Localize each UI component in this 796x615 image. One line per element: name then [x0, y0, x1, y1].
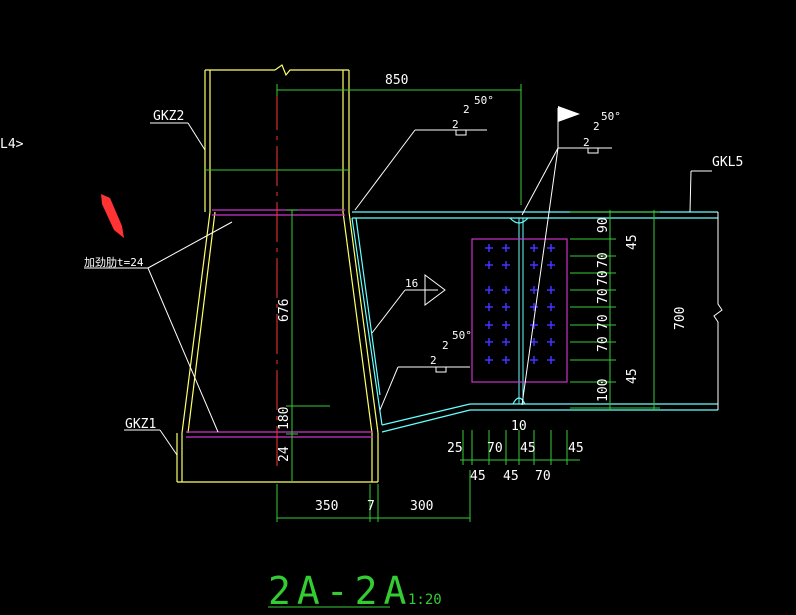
bolt-icon	[547, 321, 555, 329]
bolt-icon	[502, 244, 510, 252]
dim-24: 24	[277, 446, 292, 462]
bolt-icon	[502, 303, 510, 311]
dim-300: 300	[410, 499, 433, 514]
bolt-icon	[485, 303, 493, 311]
bolt-icon	[485, 286, 493, 294]
bolt-icon	[530, 303, 538, 311]
dim-10: 10	[511, 419, 527, 434]
dim-v-100: 100	[596, 379, 611, 402]
dim-7: 7	[367, 499, 375, 514]
dim-v-45b: 45	[625, 368, 640, 384]
label-stiffener: 加劲肋t=24	[84, 255, 144, 269]
bolt-icon	[530, 338, 538, 346]
label-gkz1: GKZ1	[125, 417, 156, 432]
bolt-icon	[502, 286, 510, 294]
dim-180: 180	[277, 407, 292, 430]
bolt-icon	[547, 244, 555, 252]
stiffener-plates	[186, 209, 373, 438]
bolt-icon	[502, 338, 510, 346]
dim-25: 25	[447, 441, 463, 456]
section-title: 2A-2A	[268, 569, 412, 611]
dim-45d: 45	[503, 469, 519, 484]
weld-3-angle: 50°	[452, 329, 472, 342]
weld-2-angle: 50°	[601, 110, 621, 123]
bolt-icon	[547, 261, 555, 269]
bolt-icon	[485, 321, 493, 329]
dim-700: 700	[673, 307, 688, 330]
weld-2-gap: 2	[583, 136, 590, 149]
dim-70a: 70	[487, 441, 503, 456]
dimension-lines	[276, 84, 660, 522]
splice-plate	[471, 238, 568, 383]
dim-850: 850	[385, 73, 408, 88]
weld-mark	[455, 129, 467, 136]
bolt-icon	[547, 338, 555, 346]
bolt-icon	[502, 261, 510, 269]
dim-v-70b: 70	[596, 270, 611, 286]
bolt-icon	[485, 261, 493, 269]
bolt-icon	[485, 338, 493, 346]
dim-45a: 45	[520, 441, 536, 456]
dim-676: 676	[277, 299, 292, 322]
weld-1-size: 2	[463, 103, 470, 116]
flag-icon	[558, 106, 580, 122]
label-gkl5: GKL5	[712, 155, 743, 170]
dim-v-70e: 70	[596, 336, 611, 352]
bolt-icon	[502, 356, 510, 364]
weld-3-size: 2	[442, 339, 449, 352]
scale-label: 1:20	[408, 592, 442, 608]
weld-1-gap: 2	[452, 118, 459, 131]
weld-arrow-icon	[424, 274, 446, 306]
weld-mark	[435, 366, 447, 373]
leader-lines	[84, 108, 712, 456]
bolt-icon	[530, 356, 538, 364]
column	[176, 64, 379, 483]
dim-v-45a: 45	[625, 234, 640, 250]
bolt-icon	[547, 303, 555, 311]
dim-v-90: 90	[596, 217, 611, 233]
dim-45b: 45	[568, 441, 584, 456]
label-gkz2: GKZ2	[153, 109, 184, 124]
bolt-icon	[502, 321, 510, 329]
weld-3-gap: 2	[430, 354, 437, 367]
bolt-icon	[485, 356, 493, 364]
dim-v-70c: 70	[596, 288, 611, 304]
bolt-icon	[530, 286, 538, 294]
weld-2-size: 2	[593, 120, 600, 133]
beam	[351, 211, 723, 433]
dim-45c: 45	[470, 469, 486, 484]
weld-mark	[587, 147, 599, 154]
bolt-icon	[530, 261, 538, 269]
weld-1-angle: 50°	[474, 94, 494, 107]
bolt-icon	[530, 244, 538, 252]
label-partial-ref: L4>	[0, 137, 24, 152]
dim-v-70a: 70	[596, 252, 611, 268]
bolt-icon	[485, 244, 493, 252]
dim-70b: 70	[535, 469, 551, 484]
bolt-icon	[547, 286, 555, 294]
label-weld-16: 16	[405, 277, 418, 290]
dim-350: 350	[315, 499, 338, 514]
bolt-group	[485, 244, 555, 364]
bolt-icon	[547, 356, 555, 364]
dim-v-70d: 70	[596, 314, 611, 330]
red-pointer-arrow-icon	[101, 194, 124, 238]
